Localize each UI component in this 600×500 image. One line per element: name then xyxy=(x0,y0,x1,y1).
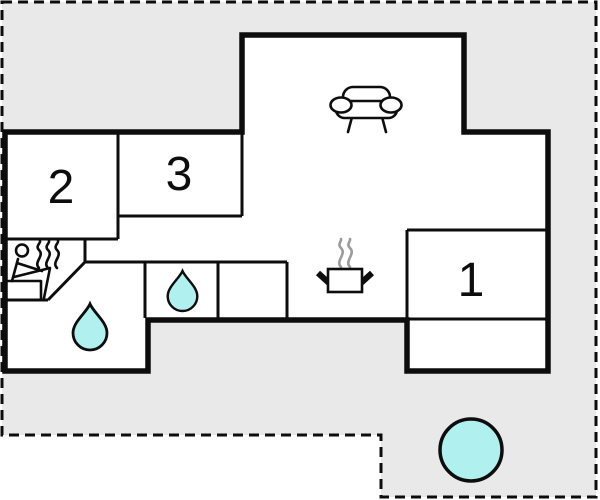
water-drop-icon-small xyxy=(166,267,199,313)
room-label-2: 2 xyxy=(48,161,75,214)
sauna-heat-waves xyxy=(36,239,60,270)
sauna-icon xyxy=(3,239,60,301)
hot-tub-icon xyxy=(438,417,504,483)
room-label-1: 1 xyxy=(458,254,485,307)
water-drop-icon-large xyxy=(71,300,109,352)
interior-walls xyxy=(5,133,546,321)
sofa-icon xyxy=(329,85,403,134)
stove-steam xyxy=(338,237,353,269)
room-label-3: 3 xyxy=(166,148,193,201)
stove-icon xyxy=(315,237,375,294)
sauna-person-body xyxy=(10,257,52,300)
sofa-armrest-right xyxy=(379,96,403,114)
sofa-armrest-left xyxy=(329,96,353,114)
sauna-person-head xyxy=(14,243,30,258)
pot-body xyxy=(326,267,364,294)
sofa-legs xyxy=(346,115,388,134)
building-outline xyxy=(2,32,551,374)
